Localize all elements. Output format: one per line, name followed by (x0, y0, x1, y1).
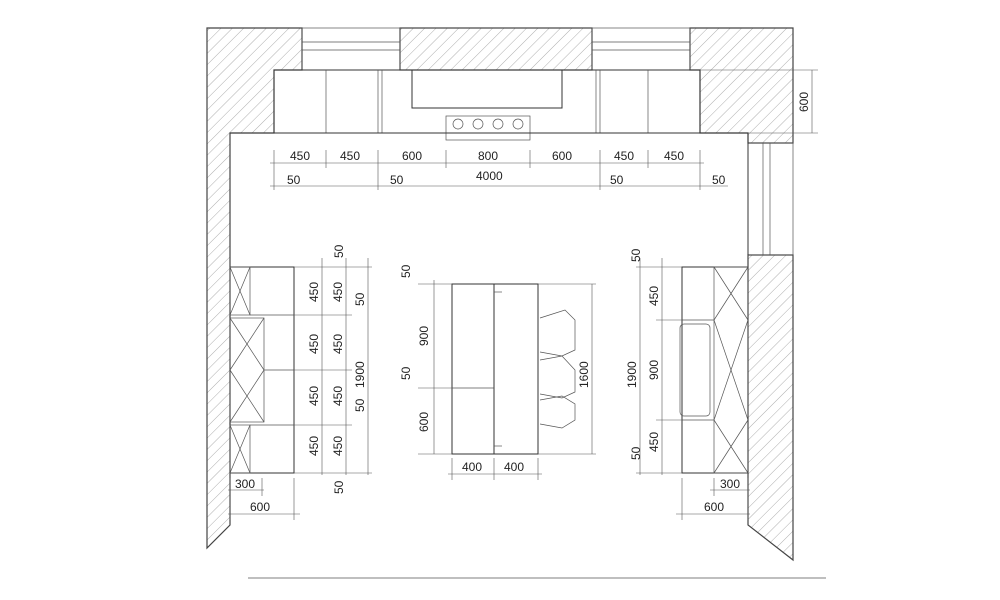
dim-right-5: 50 (629, 446, 643, 460)
top-wall-middle (399, 27, 593, 71)
dim-top-total: 4000 (476, 169, 503, 183)
dim-left-11: 450 (331, 436, 345, 456)
island: 50 900 50 600 1600 400 400 (399, 264, 596, 480)
top-dimensions: 450 450 600 800 600 450 450 4000 50 50 5… (270, 69, 818, 190)
dim-top-gap-3: 50 (610, 173, 624, 187)
dim-island-bottom-1: 400 (462, 460, 482, 474)
dim-right-1: 50 (629, 248, 643, 262)
island-outline (451, 283, 539, 455)
burner (452, 118, 464, 130)
right-run-outline (681, 266, 749, 474)
sink (679, 323, 711, 417)
dim-left-2: 450 (307, 282, 321, 302)
chair (539, 355, 576, 399)
dim-right-total: 1900 (625, 361, 639, 388)
dim-top-3: 600 (402, 149, 422, 163)
left-run: 50 450 450 50 450 450 1900 450 450 50 45… (228, 244, 372, 520)
cooktop (445, 115, 531, 141)
chair (539, 309, 576, 357)
dim-top-7: 450 (664, 149, 684, 163)
window-side (747, 142, 794, 256)
dim-upper-depth: 600 (797, 92, 811, 112)
dim-left-9: 50 (353, 398, 367, 412)
dim-island-total: 1600 (577, 361, 591, 388)
dim-top-gap-4: 50 (712, 173, 726, 187)
dim-right-depth-small: 300 (720, 477, 740, 491)
dim-left-depth: 600 (250, 500, 270, 514)
dim-island-1: 50 (399, 264, 413, 278)
dim-island-2: 900 (417, 326, 431, 346)
dim-top-4: 800 (478, 149, 498, 163)
right-run: 50 450 1900 900 450 50 300 600 (625, 248, 750, 520)
burner (492, 118, 504, 130)
dim-top-6: 450 (614, 149, 634, 163)
range-hood (411, 69, 563, 109)
dim-island-bottom-2: 400 (504, 460, 524, 474)
dim-island-4: 600 (417, 412, 431, 432)
dim-left-12: 50 (332, 480, 346, 494)
dim-top-2: 450 (340, 149, 360, 163)
upper-cabinets (273, 69, 701, 134)
dim-left-8: 450 (331, 386, 345, 406)
burner (472, 118, 484, 130)
dim-left-5: 450 (307, 334, 321, 354)
dim-right-depth: 600 (704, 500, 724, 514)
dim-right-2: 450 (647, 286, 661, 306)
right-wall (689, 27, 794, 144)
dim-left-6: 450 (331, 334, 345, 354)
dim-island-3: 50 (399, 366, 413, 380)
dim-left-4: 50 (353, 292, 367, 306)
dim-left-3: 450 (331, 282, 345, 302)
dim-top-gap-1: 50 (287, 173, 301, 187)
window-right (591, 27, 691, 71)
dim-left-1: 50 (332, 244, 346, 258)
dim-right-3: 900 (647, 360, 661, 380)
dim-right-4: 450 (647, 432, 661, 452)
left-wall (206, 27, 303, 550)
dim-left-depth-small: 300 (235, 477, 255, 491)
window-left (301, 27, 401, 71)
dim-top-5: 600 (552, 149, 572, 163)
dim-left-total: 1900 (353, 361, 367, 388)
chair (539, 395, 576, 429)
dim-left-7: 450 (307, 386, 321, 406)
dim-left-10: 450 (307, 436, 321, 456)
right-lower-wall (747, 254, 794, 562)
dim-top-1: 450 (290, 149, 310, 163)
burner (512, 118, 524, 130)
dim-top-gap-2: 50 (390, 173, 404, 187)
